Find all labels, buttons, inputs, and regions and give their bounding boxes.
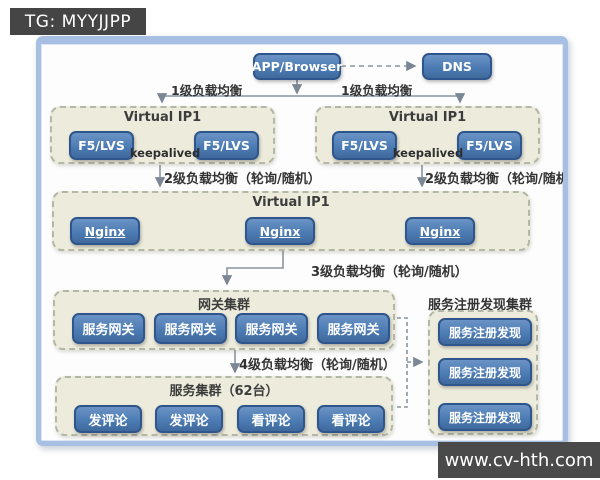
keepalived-label-right: keepalived <box>392 146 464 160</box>
tier1-label-right: 1级负载均衡 <box>341 83 413 98</box>
gateway-cluster-group: 网关集群 服务网关 服务网关 服务网关 服务网关 <box>53 290 395 350</box>
post-comment-node-1: 发评论 <box>74 405 142 433</box>
service-registry-node-2: 服务注册发现 <box>438 358 532 386</box>
gateway-cluster-title: 网关集群 <box>197 298 250 313</box>
post-comment-node-2: 发评论 <box>155 405 223 433</box>
nginx-node-2: Nginx <box>245 217 315 245</box>
vip-group-right: Virtual IP1 F5/LVS F5/LVS keepalived <box>315 106 540 164</box>
service-gateway-node-1: 服务网关 <box>72 313 145 344</box>
service-registry-node-1: 服务注册发现 <box>438 318 532 346</box>
nginx-node-1: Nginx <box>70 217 140 245</box>
vip-group-right-title: Virtual IP1 <box>388 110 467 125</box>
service-registry-node-3: 服务注册发现 <box>438 403 532 431</box>
nginx-cluster-group: Virtual IP1 Nginx Nginx Nginx <box>52 191 530 251</box>
nginx-cluster-title: Virtual IP1 <box>252 195 330 210</box>
f5-lvs-node-1: F5/LVS <box>69 131 134 160</box>
view-comment-node-1: 看评论 <box>237 405 305 433</box>
service-gateway-node-2: 服务网关 <box>154 313 227 344</box>
diagram-frame: APP/Browser DNS 1级负载均衡 1级负载均衡 Virtual IP… <box>36 36 568 446</box>
f5-lvs-node-3: F5/LVS <box>332 131 397 160</box>
tier2-label-right: 2级负载均衡（轮询/随机 <box>425 172 568 187</box>
vip-group-left: Virtual IP1 F5/LVS F5/LVS keepalived <box>50 106 275 164</box>
app-browser-node: APP/Browser <box>252 53 342 80</box>
f5-lvs-node-2: F5/LVS <box>194 131 259 160</box>
keepalived-label-left: keepalived <box>129 146 201 160</box>
tier3-label: 3级负载均衡（轮询/随机） <box>311 265 468 280</box>
registry-cluster-group: 服务注册发现 服务注册发现 服务注册发现 <box>428 310 538 435</box>
registry-cluster-title: 服务注册发现集群 <box>427 298 532 313</box>
f5-lvs-node-4: F5/LVS <box>457 131 522 160</box>
tier4-label: 4级负载均衡（轮询/随机） <box>239 358 396 373</box>
watermark-site-badge: www.cv-hth.com <box>438 442 600 478</box>
tier2-label-left: 2级负载均衡（轮询/随机） <box>164 172 321 187</box>
dns-node: DNS <box>422 53 492 80</box>
tier1-label-left: 1级负载均衡 <box>171 83 243 98</box>
service-cluster-group: 服务集群（62台） 发评论 发评论 看评论 看评论 <box>55 376 393 436</box>
watermark-tg-badge: TG: MYYJJPP <box>10 8 146 35</box>
service-cluster-title: 服务集群（62台） <box>169 384 279 399</box>
view-comment-node-2: 看评论 <box>317 405 385 433</box>
service-gateway-node-4: 服务网关 <box>317 313 390 344</box>
nginx-node-3: Nginx <box>405 217 475 245</box>
vip-group-left-title: Virtual IP1 <box>123 110 202 125</box>
service-gateway-node-3: 服务网关 <box>235 313 308 344</box>
